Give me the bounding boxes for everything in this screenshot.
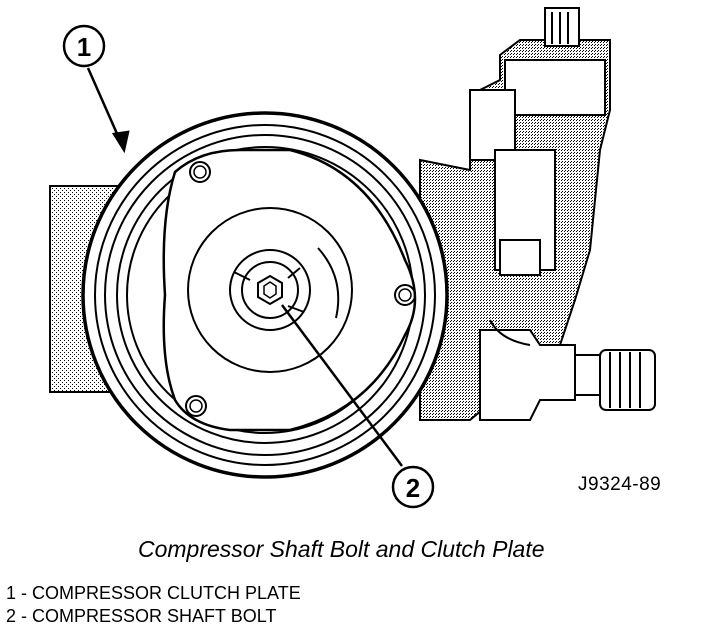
legend: 1 - COMPRESSOR CLUTCH PLATE 2 - COMPRESS… (6, 582, 301, 628)
callout-2-number: 2 (406, 473, 420, 503)
callout-1: 1 (62, 24, 106, 68)
clutch-plate (81, 111, 449, 479)
legend-item: 2 - COMPRESSOR SHAFT BOLT (6, 606, 277, 626)
figure-id: J9324-89 (578, 474, 662, 495)
callout-2: 2 (391, 465, 435, 509)
callout-1-number: 1 (77, 32, 91, 62)
legend-item: 1 - COMPRESSOR CLUTCH PLATE (6, 583, 301, 603)
leader-lines (86, 67, 404, 467)
shaft-bolt (233, 267, 305, 313)
figure-caption: Compressor Shaft Bolt and Clutch Plate (138, 536, 545, 562)
compressor-illustration: 1 2 (49, 7, 656, 509)
